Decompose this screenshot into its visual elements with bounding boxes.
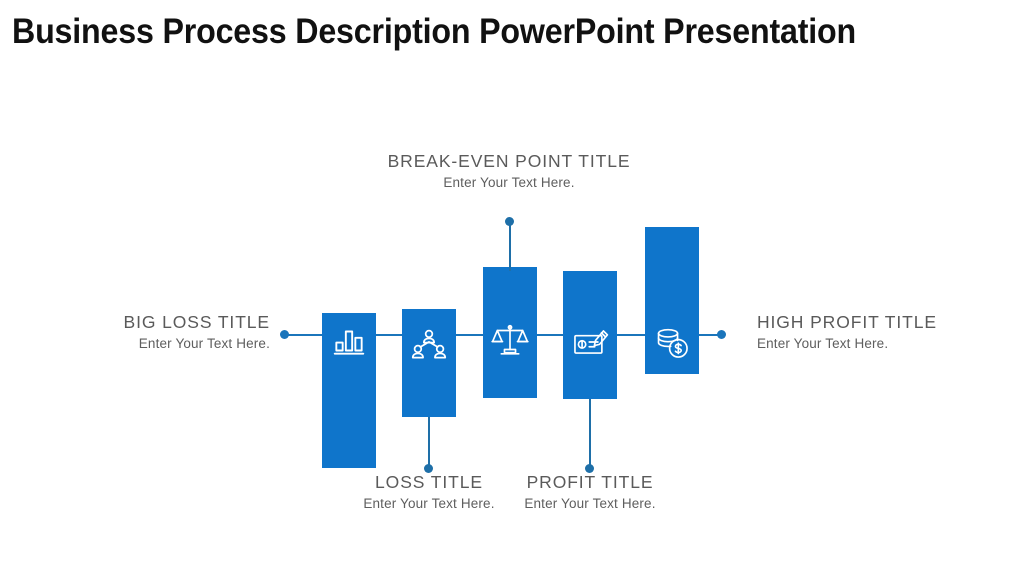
label-break-even: BREAK-EVEN POINT TITLE Enter Your Text H… bbox=[359, 151, 659, 190]
team-icon bbox=[411, 329, 447, 359]
leader-line-break-even bbox=[509, 221, 511, 271]
leader-dot-profit bbox=[585, 464, 594, 473]
bar-big-loss[interactable] bbox=[322, 313, 376, 468]
page-title: Business Process Description PowerPoint … bbox=[12, 12, 856, 51]
bar-chart-icon bbox=[333, 330, 365, 355]
label-profit-title: PROFIT TITLE bbox=[526, 472, 654, 492]
leader-line-loss bbox=[428, 417, 430, 468]
leader-dot-loss bbox=[424, 464, 433, 473]
label-profit-subtitle: Enter Your Text Here. bbox=[524, 496, 656, 511]
leader-line-profit bbox=[589, 399, 591, 468]
label-loss-title: LOSS TITLE bbox=[375, 472, 483, 492]
leader-dot-break-even bbox=[505, 217, 514, 226]
axis-right-endpoint-dot bbox=[717, 330, 726, 339]
axis-left-endpoint-dot bbox=[280, 330, 289, 339]
label-big-loss-title: BIG LOSS TITLE bbox=[123, 312, 270, 332]
label-loss: LOSS TITLE Enter Your Text Here. bbox=[279, 472, 579, 511]
label-profit: PROFIT TITLE Enter Your Text Here. bbox=[440, 472, 740, 511]
bar-high-profit[interactable] bbox=[645, 227, 699, 374]
label-high-profit-title: HIGH PROFIT TITLE bbox=[757, 312, 937, 332]
label-big-loss: BIG LOSS TITLE Enter Your Text Here. bbox=[70, 312, 270, 351]
label-big-loss-subtitle: Enter Your Text Here. bbox=[138, 336, 270, 351]
label-high-profit-subtitle: Enter Your Text Here. bbox=[757, 336, 889, 351]
bar-loss[interactable] bbox=[402, 309, 456, 417]
coins-icon bbox=[657, 328, 688, 358]
balance-scales-icon bbox=[491, 324, 529, 355]
check-writing-icon bbox=[574, 330, 609, 354]
label-high-profit: HIGH PROFIT TITLE Enter Your Text Here. bbox=[757, 312, 987, 351]
label-loss-subtitle: Enter Your Text Here. bbox=[363, 496, 495, 511]
label-break-even-subtitle: Enter Your Text Here. bbox=[443, 175, 575, 190]
label-break-even-title: BREAK-EVEN POINT TITLE bbox=[387, 151, 631, 171]
